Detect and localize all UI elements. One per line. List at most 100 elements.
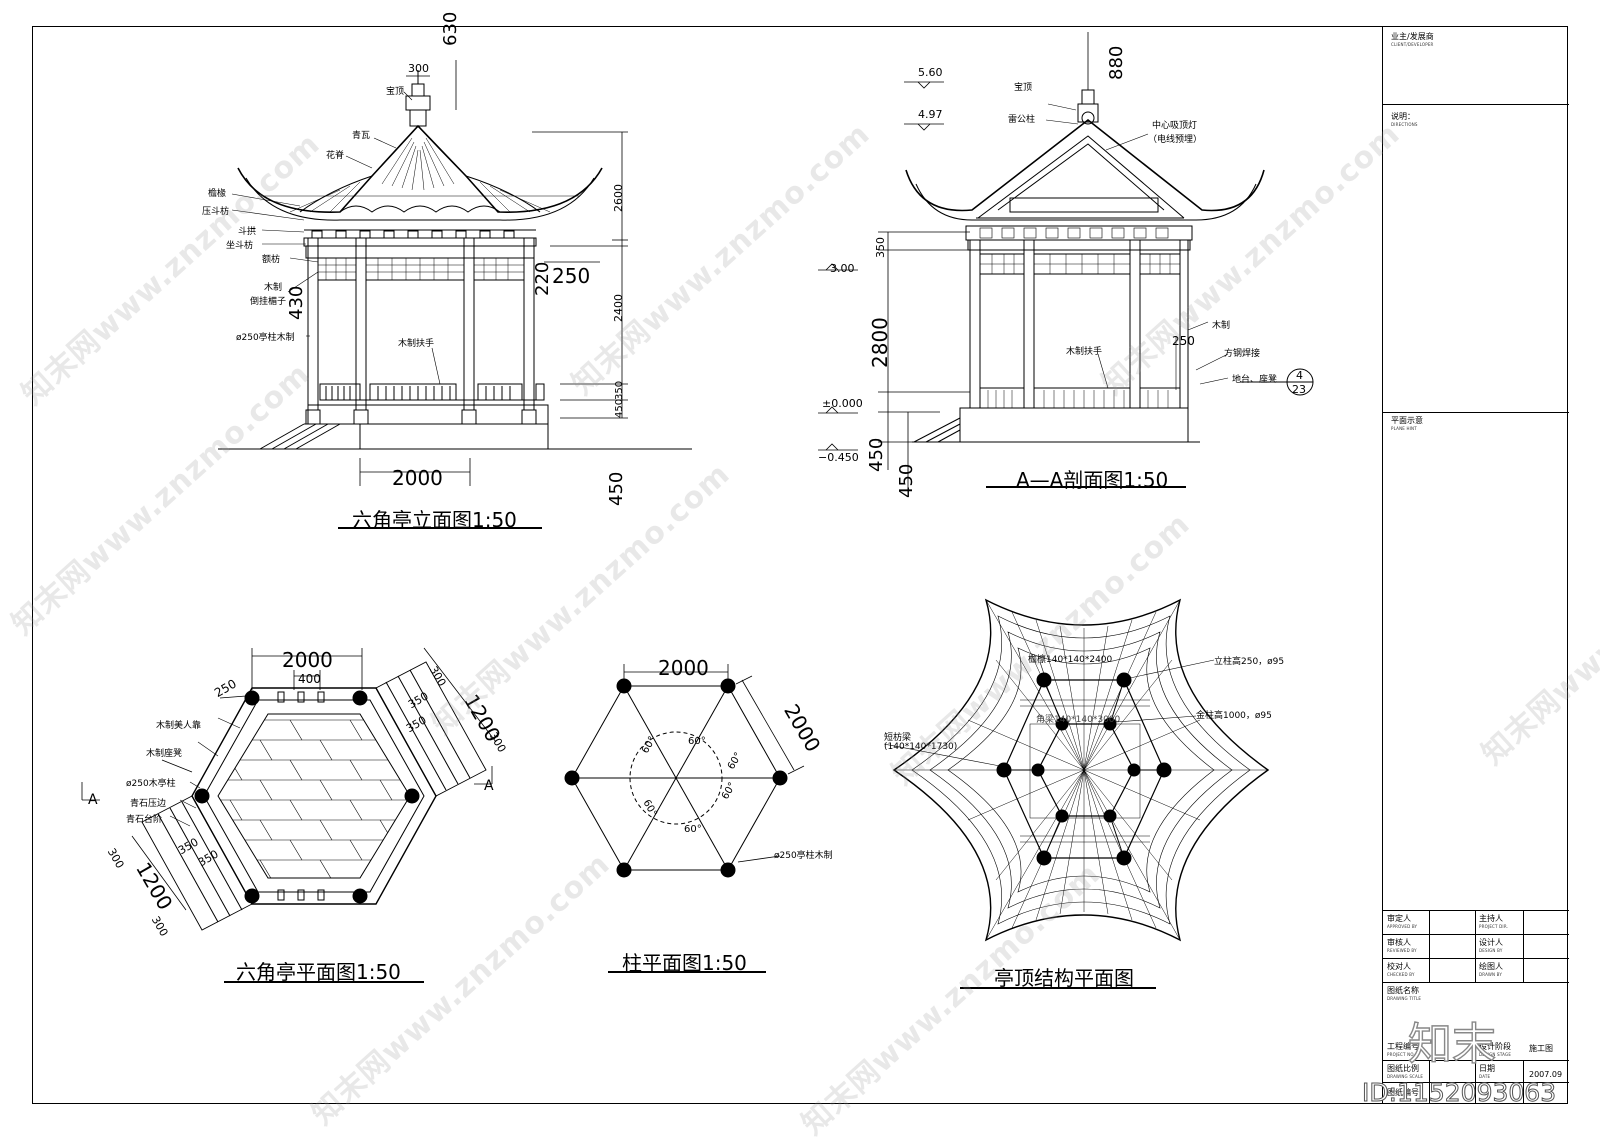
- tb-approved: 审定人: [1387, 914, 1411, 923]
- tb-client: 业主/发展商: [1391, 32, 1434, 41]
- tb-stage-en: DESIGN STAGE: [1479, 1052, 1512, 1057]
- tb-date-en: DATE: [1479, 1074, 1491, 1079]
- tb-client-en: CLIENT/DEVELOPER: [1391, 42, 1434, 47]
- label-muzhi-s: 木制: [1212, 321, 1231, 331]
- label-yabian: 青石压边: [130, 799, 167, 809]
- section-title: A—A剖面图1:50: [1016, 468, 1169, 492]
- dim-430: 430: [286, 285, 307, 320]
- label-steel: 方钢焊接: [1224, 349, 1261, 359]
- angle-1: 60°: [688, 736, 706, 747]
- tb-keyplan: 平面示意: [1391, 416, 1423, 425]
- dim-2800: 2800: [868, 317, 892, 368]
- image-id: ID:1152093063: [1361, 1078, 1557, 1108]
- tb-date-value: 2007.09: [1529, 1070, 1563, 1079]
- dim-2000-top: 2000: [658, 656, 709, 680]
- tb-checked: 校对人: [1387, 962, 1411, 971]
- dim-450-s-b: 450: [896, 463, 917, 498]
- label-taijie: 青石台阶: [126, 815, 163, 825]
- dim-450-a: 450: [614, 398, 625, 418]
- dim-450-s-a: 450: [866, 437, 887, 472]
- dim-630: 630: [440, 11, 461, 46]
- roof-rafters: [894, 599, 1268, 941]
- dim-300-top: 300: [408, 62, 429, 75]
- label-lizhu: 立柱高250，ø95: [1214, 657, 1285, 667]
- tb-date: 日期: [1479, 1064, 1495, 1073]
- dim-250: 250: [552, 264, 591, 288]
- label-jiaoliang: 角梁140*140*3000: [1036, 715, 1121, 725]
- level-000: ±0.000: [822, 397, 863, 410]
- tb-checked-en: CHECKED BY: [1387, 972, 1415, 977]
- tb-drawn-en: DRAWN BY: [1479, 972, 1503, 977]
- elevation-view: [218, 60, 692, 486]
- dim-880: 880: [1106, 45, 1127, 80]
- dim-400: 400: [298, 672, 321, 686]
- label-meirenkao: 木制美人靠: [156, 721, 202, 731]
- level-497: 4.97: [918, 108, 943, 121]
- label-handrail: 木制扶手: [398, 339, 435, 349]
- tb-grid: 审定人 APPROVED BY 主持人 PROJECT DIR. 审核人 REV…: [1383, 910, 1569, 1104]
- label-efang: 额枋: [262, 255, 281, 265]
- label-muzhi: 木制: [264, 283, 283, 293]
- label-jinzhu: 金柱高1000，ø95: [1196, 711, 1272, 721]
- tb-drawing-no: 图纸编号: [1387, 1088, 1419, 1097]
- callout-bottom: 23: [1292, 383, 1306, 396]
- dim-250-s: 250: [1172, 334, 1195, 348]
- tb-scale: 图纸比例: [1387, 1064, 1419, 1073]
- label-handrail-s: 木制扶手: [1066, 347, 1103, 357]
- label-column: ø250亭柱木制: [236, 333, 295, 343]
- tb-drawn: 绘图人: [1479, 962, 1503, 971]
- elevation-dim-lines: [359, 60, 628, 486]
- angle-6: 60°: [684, 824, 702, 835]
- label-baoding-s: 宝顶: [1014, 83, 1033, 93]
- section-view: [818, 32, 1314, 490]
- tb-scale-en: DRAWING SCALE: [1387, 1074, 1424, 1079]
- dim-350-s: 350: [874, 237, 887, 258]
- roof-plan-view: [883, 598, 1270, 942]
- tb-drawing-title-en: DRAWING TITLE: [1387, 996, 1422, 1001]
- tb-reviewed-en: REVIEWED BY: [1387, 948, 1417, 953]
- label-leigongzhu: 雷公柱: [1008, 115, 1036, 125]
- title-block: 业主/发展商 CLIENT/DEVELOPER 说明： DIRECTIONS 平…: [1382, 26, 1569, 1104]
- balustrade-spindles: [325, 386, 511, 400]
- label-lamp: 中心吸顶灯: [1152, 121, 1198, 131]
- level-m045: −0.450: [818, 451, 859, 464]
- label-duanfang: 短枋梁: [884, 733, 912, 743]
- label-baoding: 宝顶: [386, 87, 405, 97]
- level-300: 3.00: [830, 262, 855, 275]
- tb-reviewed: 审核人: [1387, 938, 1411, 947]
- section-mark-left: A: [88, 792, 98, 808]
- label-qingwa: 青瓦: [352, 131, 371, 141]
- label-column-p: ø250木亭柱: [126, 779, 176, 789]
- tb-project-no: 工程编号: [1387, 1042, 1419, 1051]
- label-yanlin: 檐檩140*140*2400: [1028, 655, 1113, 665]
- brand-logo: 知末: [1407, 1018, 1496, 1070]
- tb-approved-en: APPROVED BY: [1387, 924, 1418, 929]
- tb-chief-en: PROJECT DIR.: [1479, 924, 1509, 929]
- level-560: 5.60: [918, 66, 943, 79]
- roof-tiles: [260, 137, 580, 213]
- tb-drawing-title: 图纸名称: [1387, 986, 1419, 995]
- drawing-frame: [32, 26, 1568, 1104]
- dim-2000-plan: 2000: [282, 648, 333, 672]
- label-yadoufang: 压斗枋: [202, 207, 230, 217]
- dim-2600: 2600: [612, 184, 625, 212]
- tb-notes-en: DIRECTIONS: [1391, 122, 1418, 127]
- dim-2000-elev: 2000: [392, 466, 443, 490]
- tb-notes: 说明：: [1391, 112, 1415, 121]
- tb-chief: 主持人: [1479, 914, 1503, 923]
- label-zuodeng: 木制座凳: [146, 749, 183, 759]
- label-daogua: 倒挂楣子: [250, 297, 287, 307]
- label-duanfang-size: (140*140*1730): [884, 742, 958, 752]
- roof-plan-title: 亭顶结构平面图: [994, 966, 1134, 990]
- tb-designer-en: DESIGN BY: [1479, 948, 1503, 953]
- dim-450-b: 450: [606, 471, 627, 506]
- label-huaji: 花脊: [326, 151, 345, 161]
- dougong-brackets: [311, 230, 515, 239]
- label-column-c: ø250亭柱木制: [774, 851, 833, 861]
- column-plan-view: [564, 664, 805, 878]
- tb-stage-value: 施工图: [1529, 1044, 1553, 1053]
- label-wire: （电线预埋）: [1148, 135, 1203, 145]
- tb-keyplan-en: PLANE HINT: [1391, 426, 1417, 431]
- label-dougong: 斗拱: [238, 227, 257, 237]
- plan-title: 六角亭平面图1:50: [236, 960, 401, 984]
